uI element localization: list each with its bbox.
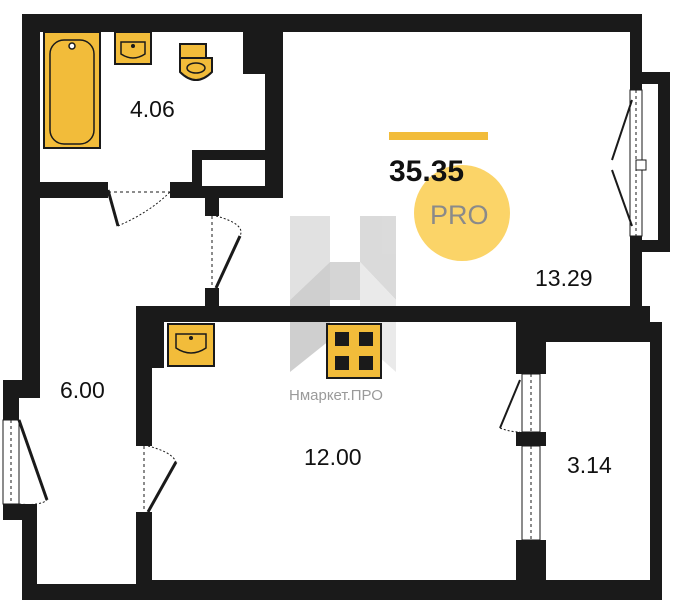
- room-area-kitchen: 12.00: [304, 444, 362, 470]
- room-area-living: 13.29: [535, 265, 593, 291]
- total-area: 35.35: [389, 155, 464, 188]
- walls: [3, 14, 670, 600]
- room-area-hallway: 6.00: [60, 377, 105, 403]
- sink-bathroom: [114, 31, 152, 65]
- accent-bar: [389, 132, 488, 140]
- pro-badge: [414, 165, 510, 261]
- pro-badge-label: PRO: [430, 200, 489, 230]
- sink-kitchen: [167, 323, 215, 367]
- stove: [326, 323, 382, 379]
- room-area-balcony: 3.14: [567, 452, 612, 478]
- watermark-text: Нмаркет.ПРО: [289, 387, 383, 404]
- room-area-bathroom: 4.06: [130, 96, 175, 122]
- doors: [17, 99, 647, 513]
- bathtub: [43, 31, 101, 149]
- toilet: [179, 43, 213, 81]
